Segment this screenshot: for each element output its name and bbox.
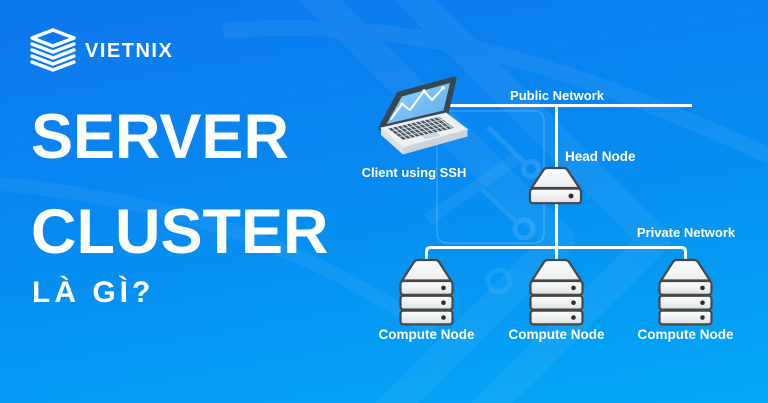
title-subtitle: LÀ GÌ?	[32, 276, 155, 309]
public-network-label: Public Network	[510, 88, 604, 103]
private-network-label: Private Network	[636, 225, 736, 240]
title-line-2: CLUSTER	[31, 197, 329, 267]
compute-node-3-label: Compute Node	[637, 327, 734, 342]
brand-name: VIETNIX	[85, 39, 174, 62]
compute-node-3-icon	[658, 258, 713, 326]
network-lines	[425, 104, 692, 261]
client-label: Client using SSH	[361, 165, 467, 180]
compute-node-2-icon	[529, 258, 584, 326]
compute-node-1-label: Compute Node	[378, 327, 475, 342]
title-line-1: SERVER	[31, 102, 289, 172]
stacked-layers-icon	[30, 28, 76, 72]
head-node-label: Head Node	[565, 149, 636, 164]
laptop-icon	[378, 76, 469, 155]
compute-node-1-icon	[399, 258, 454, 326]
compute-node-2-label: Compute Node	[508, 327, 605, 342]
head-node-icon	[528, 166, 583, 205]
circuit-watermark	[424, 110, 545, 295]
brand-logo: VIETNIX	[28, 27, 173, 75]
